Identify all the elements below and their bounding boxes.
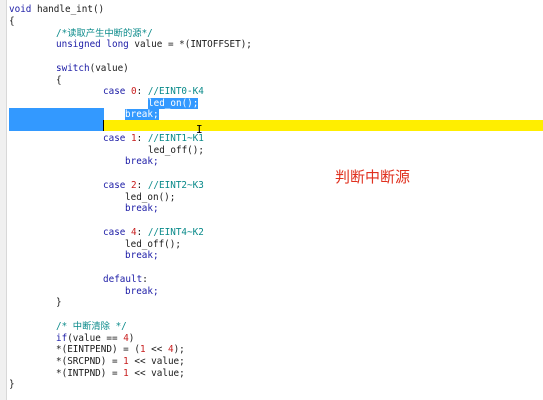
code-line: led_on(); (125, 192, 176, 203)
keyword-case: case (103, 180, 126, 191)
case-number: 2 (131, 180, 137, 191)
code-line: default: (103, 274, 148, 286)
default-colon: : (142, 274, 148, 285)
keyword-switch: switch (56, 63, 90, 74)
keyword-case: case (103, 86, 126, 97)
case-colon: : (136, 133, 143, 144)
keyword-break: break; (125, 286, 159, 297)
case-number: 1 (131, 133, 137, 144)
selected-text: break; (125, 109, 159, 120)
keyword-default: default (103, 274, 143, 285)
case-colon: : (136, 227, 143, 238)
code-line: void handle_int() (9, 4, 104, 16)
code-line: } (56, 297, 62, 308)
srcpnd-rest: << value; (128, 356, 185, 367)
comment-clear-interrupt: /* 中断清除 */ (56, 321, 127, 332)
code-line: led_on(); (148, 98, 199, 110)
keyword-break: break; (125, 203, 159, 214)
code-line: case 0: //EINT0-K4 (103, 86, 204, 98)
if-number: 4 (123, 333, 129, 344)
intpnd-assign: *(INTPND) = (56, 368, 124, 379)
editor-gutter (0, 0, 7, 400)
code-line: case 4: //EINT4~K2 (103, 227, 204, 239)
case-colon: : (136, 86, 143, 97)
keyword-case: case (103, 227, 126, 238)
case-number: 0 (131, 86, 137, 97)
keyword-unsigned-long: unsigned long (56, 39, 129, 50)
selected-text: led_on(); (148, 98, 199, 109)
code-line: led_off(); (125, 239, 181, 250)
case-comment: //EINT4~K2 (147, 227, 204, 238)
if-condition: (value == (67, 333, 124, 344)
ibeam-cursor-icon: I (196, 123, 203, 136)
intpnd-rest: << value; (128, 368, 185, 379)
code-line: *(EINTPEND) = (1 << 4); (56, 344, 185, 356)
code-line: unsigned long value = *(INTOFFSET); (56, 39, 252, 51)
number-literal: 1 (139, 344, 146, 355)
if-close: ) (128, 333, 135, 344)
switch-expression: (value) (89, 63, 129, 74)
function-signature: handle_int() (31, 4, 105, 15)
case-colon: : (136, 180, 143, 191)
current-line-highlight (103, 120, 543, 131)
case-number: 4 (131, 227, 137, 238)
keyword-case: case (103, 133, 126, 144)
code-line: } (9, 379, 15, 390)
code-line: { (9, 16, 15, 27)
srcpnd-assign: *(SRCPND) = (56, 356, 124, 367)
eintpend-assign: *(EINTPEND) = ( (56, 344, 140, 355)
code-line: switch(value) (56, 63, 129, 75)
eintpend-close: ); (173, 344, 185, 355)
keyword-break: break; (125, 156, 159, 167)
keyword-if: if (56, 333, 68, 344)
number-literal: 4 (167, 344, 174, 355)
code-line: { (56, 75, 62, 86)
value-declaration: value = *(INTOFFSET); (128, 39, 252, 50)
comment-read-source: /*读取产生中断的源*/ (56, 28, 153, 39)
shift-op: << (145, 344, 168, 355)
code-line: led_off(); (148, 145, 204, 156)
annotation-label: 判断中断源 (335, 168, 411, 186)
code-line: *(INTPND) = 1 << value; (56, 368, 185, 380)
keyword-void: void (9, 4, 32, 15)
code-line: case 2: //EINT2~K3 (103, 180, 204, 192)
text-cursor (103, 120, 104, 131)
code-line: if(value == 4) (56, 333, 134, 345)
keyword-break: break; (125, 250, 159, 261)
selection-highlight (9, 108, 104, 131)
code-editor[interactable]: void handle_int() { /*读取产生中断的源*/ unsigne… (9, 0, 543, 400)
case-comment: //EINT1~K1 (147, 133, 204, 144)
case-comment: //EINT0-K4 (147, 86, 204, 97)
code-line: *(SRCPND) = 1 << value; (56, 356, 185, 368)
number-literal: 1 (123, 368, 129, 379)
case-comment: //EINT2~K3 (147, 180, 204, 191)
code-line: break; (125, 109, 159, 121)
number-literal: 1 (123, 356, 129, 367)
code-line: case 1: //EINT1~K1 (103, 133, 204, 145)
